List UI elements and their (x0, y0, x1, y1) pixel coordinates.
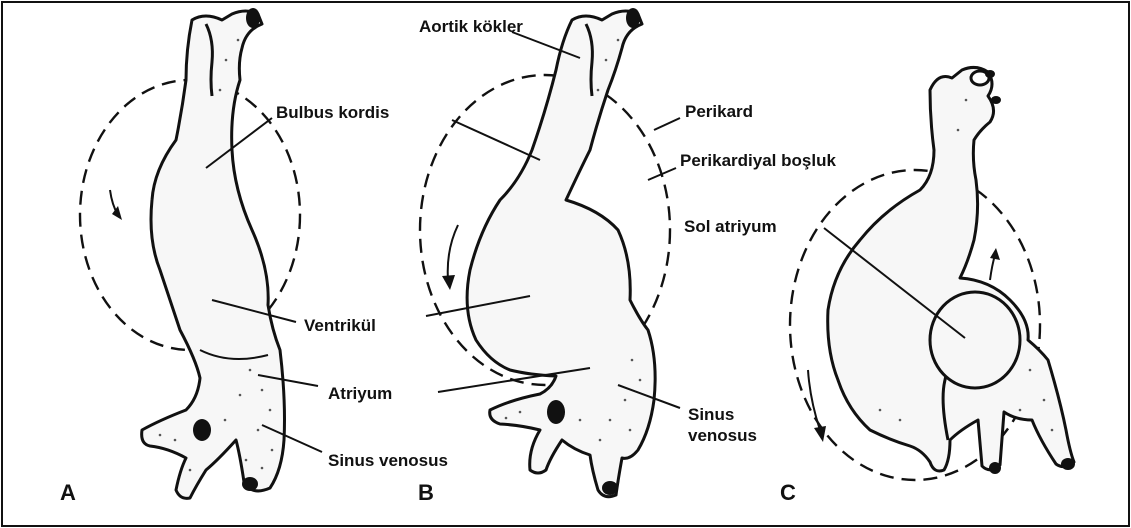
label-bulbus-kordis: Bulbus kordis (276, 103, 389, 122)
label-sinus-venosus-a: Sinus venosus (328, 451, 448, 470)
panel-label-c: C (780, 480, 796, 505)
label-perikardiyal-bosluk: Perikardiyal boşluk (680, 151, 836, 170)
panel-b-vessel-opening (626, 8, 640, 28)
panel-a-vessel-opening-2 (193, 419, 211, 441)
label-sol-atriyum: Sol atriyum (684, 217, 777, 236)
label-sinus-venosus-b-line2: venosus (688, 426, 757, 445)
panel-c-vessel-opening-4 (989, 462, 1001, 474)
panel-c-vessel-opening (985, 70, 995, 78)
label-ventrikul: Ventrikül (304, 316, 376, 335)
panel-label-b: B (418, 480, 434, 505)
panel-b-vessel-opening-3 (602, 481, 618, 495)
panel-c-vessel-opening-2 (991, 96, 1001, 104)
panel-a-vessel-opening (246, 8, 260, 28)
label-perikard: Perikard (685, 102, 753, 121)
panel-c-vessel-opening-3 (1061, 458, 1075, 470)
panel-a-vessel-opening-3 (242, 477, 258, 491)
panel-label-a: A (60, 480, 76, 505)
label-aortik-kokler: Aortik kökler (419, 17, 523, 36)
label-sinus-venosus-b-line1: Sinus (688, 405, 734, 424)
panel-b-vessel-opening-2 (547, 400, 565, 424)
panel-c-left-atrium (930, 292, 1020, 388)
label-atriyum: Atriyum (328, 384, 392, 403)
